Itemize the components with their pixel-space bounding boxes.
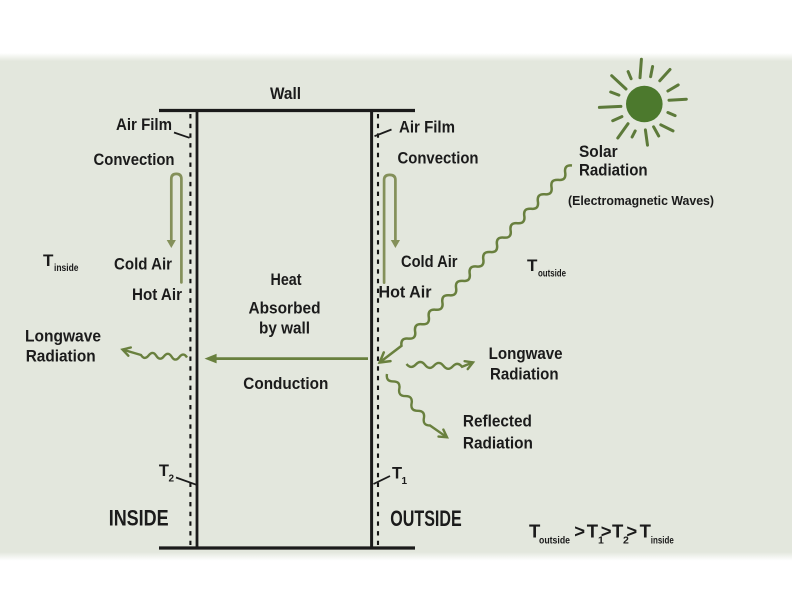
svg-text:Cold Air: Cold Air: [401, 253, 458, 271]
svg-text:Absorbed: Absorbed: [249, 300, 321, 318]
svg-text:T: T: [529, 521, 541, 542]
svg-text:inside: inside: [54, 263, 79, 274]
svg-text:outside: outside: [538, 269, 566, 280]
svg-text:Radiation: Radiation: [579, 161, 648, 180]
svg-text:>: >: [574, 521, 585, 542]
svg-text:Air Film: Air Film: [116, 116, 172, 134]
svg-text:Solar: Solar: [579, 142, 618, 161]
svg-text:INSIDE: INSIDE: [109, 506, 169, 531]
svg-text:T: T: [612, 521, 624, 542]
svg-text:Convection: Convection: [398, 150, 479, 168]
svg-text:T: T: [587, 521, 599, 542]
svg-text:2: 2: [623, 535, 629, 547]
svg-text:by wall: by wall: [259, 320, 310, 338]
svg-text:Hot Air: Hot Air: [379, 284, 433, 302]
svg-text:Hot Air: Hot Air: [132, 286, 183, 304]
svg-text:Air Film: Air Film: [399, 119, 455, 137]
svg-text:1: 1: [402, 476, 408, 487]
svg-text:T: T: [43, 251, 54, 270]
svg-text:Radiation: Radiation: [26, 348, 96, 366]
svg-text:Convection: Convection: [94, 151, 175, 169]
svg-text:Radiation: Radiation: [490, 366, 559, 384]
svg-text:T: T: [640, 521, 652, 542]
svg-text:T: T: [392, 465, 402, 483]
svg-text:Radiation: Radiation: [463, 434, 533, 452]
svg-text:inside: inside: [651, 535, 674, 547]
svg-text:>: >: [601, 521, 612, 542]
svg-text:T: T: [527, 256, 538, 275]
svg-text:1: 1: [598, 535, 604, 547]
svg-text:(Electromagnetic Waves): (Electromagnetic Waves): [568, 193, 714, 208]
svg-text:Heat: Heat: [271, 271, 303, 289]
svg-text:>: >: [626, 521, 637, 542]
svg-text:Cold Air: Cold Air: [114, 256, 173, 274]
svg-text:T: T: [159, 462, 169, 480]
svg-text:Reflected: Reflected: [463, 413, 532, 431]
svg-text:Wall: Wall: [270, 85, 301, 103]
svg-text:Longwave: Longwave: [489, 345, 563, 363]
svg-text:2: 2: [169, 474, 175, 485]
svg-text:outside: outside: [539, 535, 570, 547]
svg-text:Longwave: Longwave: [25, 328, 101, 346]
svg-text:OUTSIDE: OUTSIDE: [390, 506, 461, 531]
svg-text:Conduction: Conduction: [243, 374, 328, 393]
